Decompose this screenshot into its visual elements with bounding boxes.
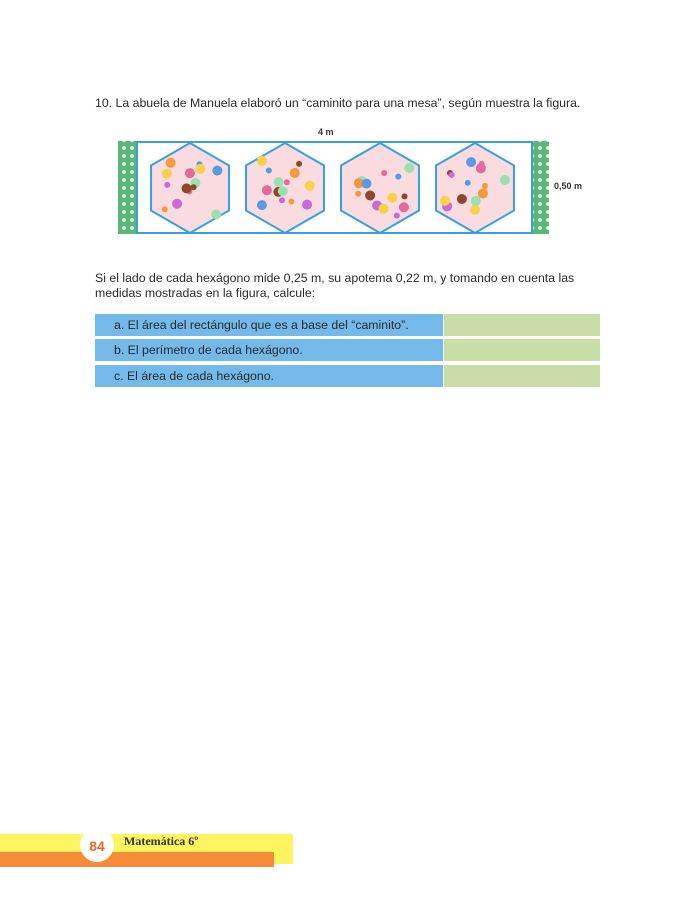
pattern-motif: [296, 160, 303, 167]
hexagon: [150, 141, 230, 235]
pattern-motif: [477, 188, 488, 199]
pattern-motif: [393, 212, 400, 219]
pattern-motif: [378, 203, 389, 214]
lace-left: [118, 141, 137, 234]
task-row-b: b. El perímetro de cada hexágono.: [95, 339, 600, 361]
pattern-motif: [398, 202, 409, 213]
question-text: 10. La abuela de Manuela elaboró un “cam…: [95, 96, 581, 110]
task-label: c. El área de cada hexágono.: [95, 365, 443, 387]
pattern-motif: [404, 162, 415, 173]
pattern-motif: [283, 179, 290, 186]
pattern-motif: [401, 193, 408, 200]
answer-field[interactable]: [444, 314, 600, 336]
task-label: a. El área del rectángulo que es a base …: [95, 314, 443, 336]
pattern-motif: [211, 209, 222, 220]
pattern-motif: [302, 199, 313, 210]
pattern-motif: [464, 179, 471, 186]
pattern-motif: [470, 204, 481, 215]
pattern-motif: [499, 174, 510, 185]
pattern-motif: [440, 195, 451, 206]
pattern-motif: [261, 185, 272, 196]
pattern-motif: [304, 180, 315, 191]
task-label: b. El perímetro de cada hexágono.: [95, 339, 443, 361]
pattern-motif: [172, 198, 183, 209]
hexagon: [245, 141, 325, 235]
pattern-motif: [456, 193, 467, 204]
pattern-motif: [277, 186, 288, 197]
pattern-motif: [289, 168, 300, 179]
pattern-motif: [181, 183, 192, 194]
width-label: 4 m: [318, 127, 334, 137]
pattern-motif: [256, 200, 267, 211]
caminito-figure: [118, 141, 549, 235]
page-number: 84: [80, 828, 114, 862]
pattern-motif: [184, 168, 195, 179]
pattern-motif: [279, 197, 286, 204]
hexagon: [435, 141, 515, 235]
pattern-motif: [466, 157, 477, 168]
pattern-motif: [381, 170, 388, 177]
lace-right: [532, 141, 549, 234]
pattern-motif: [448, 171, 455, 178]
instructions: Si el lado de cada hexágono mide 0,25 m,…: [95, 271, 575, 300]
pattern-motif: [256, 155, 267, 166]
footer-orange-band: [0, 852, 274, 867]
task-row-c: c. El área de cada hexágono.: [95, 365, 600, 387]
height-label: 0,50 m: [554, 181, 583, 191]
pattern-motif: [164, 181, 171, 188]
pattern-motif: [470, 195, 481, 206]
answer-field[interactable]: [444, 339, 600, 361]
pattern-motif: [165, 157, 176, 168]
pattern-motif: [273, 176, 284, 187]
pattern-motif: [161, 168, 172, 179]
pattern-motif: [365, 190, 376, 201]
pattern-motif: [355, 190, 362, 197]
pattern-motif: [361, 178, 372, 189]
book-title: Matemática 6º: [124, 834, 199, 848]
pattern-motif: [353, 178, 364, 189]
pattern-motif: [387, 192, 398, 203]
pattern-motif: [395, 173, 402, 180]
pattern-motif: [190, 184, 197, 191]
answer-field[interactable]: [444, 365, 600, 387]
pattern-motif: [265, 167, 272, 174]
pattern-motif: [288, 198, 295, 205]
hexagon: [340, 141, 420, 235]
pattern-motif: [475, 163, 486, 174]
task-row-a: a. El área del rectángulo que es a base …: [95, 314, 600, 336]
pattern-motif: [161, 206, 168, 213]
pattern-motif: [481, 183, 488, 190]
pattern-motif: [195, 163, 206, 174]
pattern-motif: [212, 165, 223, 176]
